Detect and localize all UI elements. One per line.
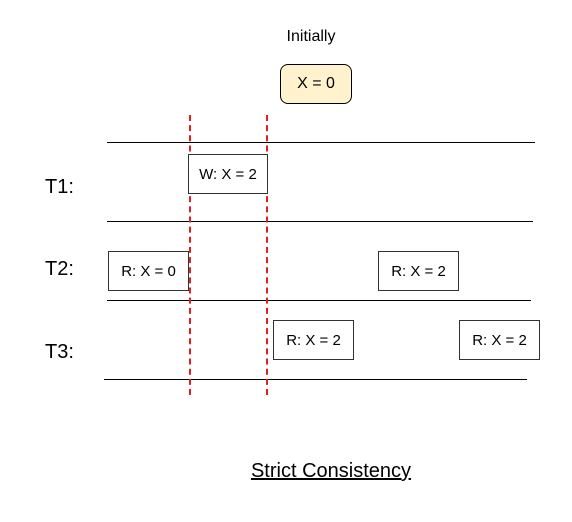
timeline-line-3 <box>107 300 531 301</box>
row-label-t2: T2: <box>45 258 74 280</box>
row-label-t3: T3: <box>45 341 74 363</box>
timeline-line-2 <box>107 221 533 222</box>
time-marker-2 <box>266 115 268 395</box>
timeline-line-1 <box>107 142 535 143</box>
row-label-t1: T1: <box>45 176 74 198</box>
diagram-caption: Strict Consistency <box>250 460 412 482</box>
timeline-line-4 <box>104 379 527 380</box>
time-marker-1 <box>189 115 191 395</box>
initial-value-box: X = 0 <box>280 64 352 104</box>
initially-label: Initially <box>286 28 336 45</box>
t3-read-op-1: R: X = 2 <box>273 320 354 360</box>
t2-read-op-2: R: X = 2 <box>378 251 459 291</box>
t2-read-op-1: R: X = 0 <box>108 251 189 291</box>
t1-write-op: W: X = 2 <box>188 154 268 194</box>
t3-read-op-2: R: X = 2 <box>459 320 540 360</box>
